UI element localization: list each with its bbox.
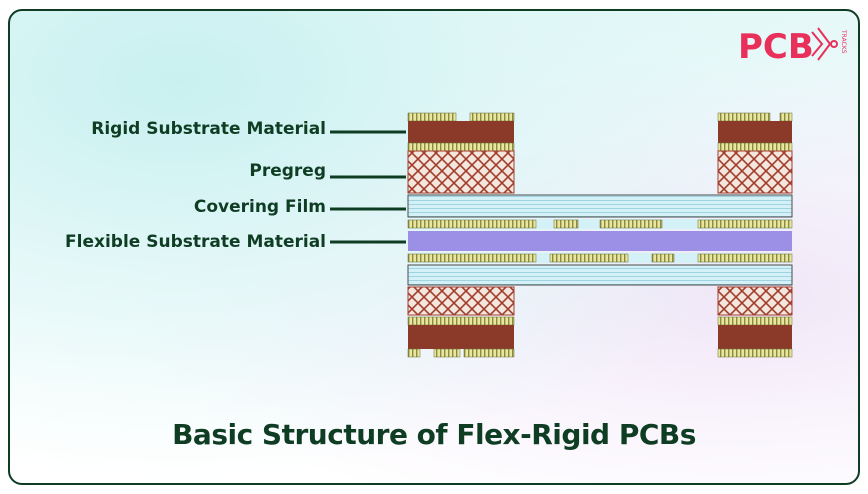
copper-pad [717,348,793,358]
circuit-icon [811,27,838,61]
flex-core [407,194,793,286]
label-rigid-substrate: Rigid Substrate Material [91,119,326,139]
rigid-substrate-layer [408,325,514,349]
pcb-cross-section [407,112,793,358]
copper-trace [553,219,579,229]
label-covering-film: Covering Film [193,197,326,217]
rigid-substrate-layer [408,121,514,143]
prepreg-layer [407,286,515,316]
copper-pad [463,348,515,358]
copper-pad [469,112,515,122]
copper-pad [407,348,421,358]
logo-text: PCB [738,27,814,66]
copper-layer [717,142,793,152]
flexible-substrate-layer [408,231,792,251]
label-flexible-substrate: Flexible Substrate Material [65,232,326,252]
copper-trace [407,253,537,263]
copper-trace [697,253,793,263]
covering-film-top [407,194,793,218]
label-prepreg: Pregreg [249,161,326,181]
copper-trace [697,219,793,229]
prepreg-layer [407,150,515,194]
rigid-substrate-layer [718,121,792,143]
copper-trace [407,219,537,229]
prepreg-layer [717,286,793,316]
pcb-tracks-logo: PCB TRACKS [738,22,853,66]
rigid-substrate-layer [718,325,792,349]
prepreg-layer [717,150,793,194]
left-rigid-stack [407,112,515,358]
copper-trace [651,253,675,263]
copper-trace [599,219,663,229]
copper-trace [549,253,629,263]
right-rigid-stack [717,112,793,358]
diagram-title: Basic Structure of Flex-Rigid PCBs [172,418,696,451]
copper-layer [407,142,515,152]
logo-tagline: TRACKS [840,29,847,54]
copper-pad [717,112,771,122]
copper-layer [407,316,515,326]
copper-pad [779,112,793,122]
copper-pad [407,112,457,122]
copper-pad [433,348,461,358]
copper-layer [717,316,793,326]
covering-film-bottom [407,264,793,286]
